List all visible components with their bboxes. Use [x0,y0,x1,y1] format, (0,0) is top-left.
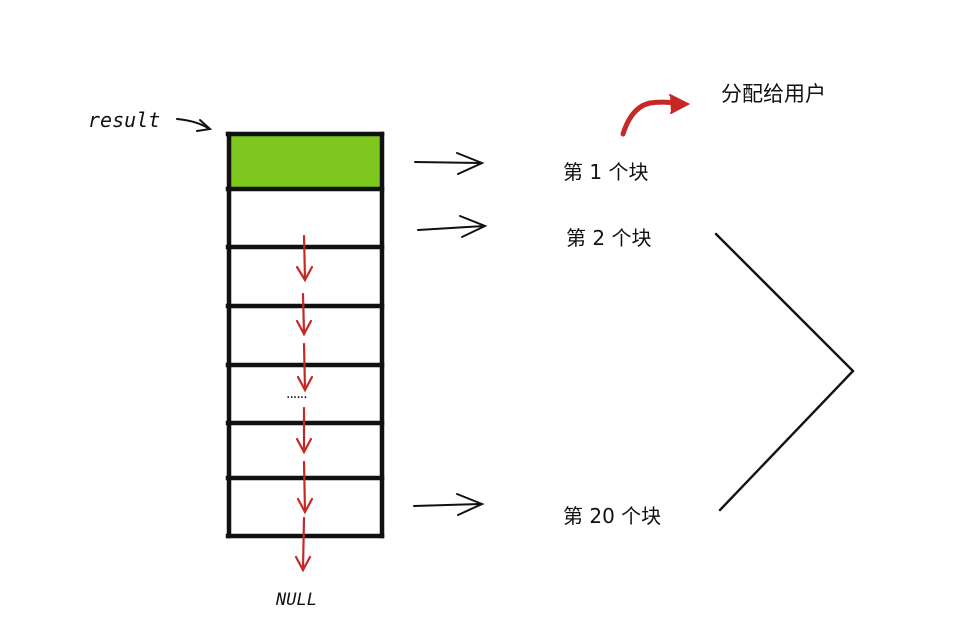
null-label: NULL [276,590,317,610]
arrow-to-block-20 [413,493,485,516]
block-2-label: 第 2 个块 [566,226,652,250]
link-arrow-to-null [294,516,312,573]
ellipsis-text: ...... [286,386,308,402]
block-stack [225,131,385,539]
block-1-label: 第 1 个块 [563,160,649,184]
allocate-arrow [620,94,691,137]
result-pointer-label: result [88,108,161,132]
arrow-to-block-1 [414,152,485,175]
allocated-to-user-label: 分配给用户 [721,82,826,106]
free-list-link-arrows [294,234,314,573]
link-arrow [295,406,313,455]
arrow-to-block-2 [417,215,488,238]
block-20-label: 第 20 个块 [563,504,662,528]
link-arrow [296,342,314,393]
link-arrow [296,460,314,515]
block-label-arrows [413,152,488,516]
group-bracket [714,232,855,512]
link-arrow [295,292,313,337]
link-arrow [295,234,314,283]
block-1-allocated [228,135,382,188]
result-pointer-arrow [176,118,213,132]
